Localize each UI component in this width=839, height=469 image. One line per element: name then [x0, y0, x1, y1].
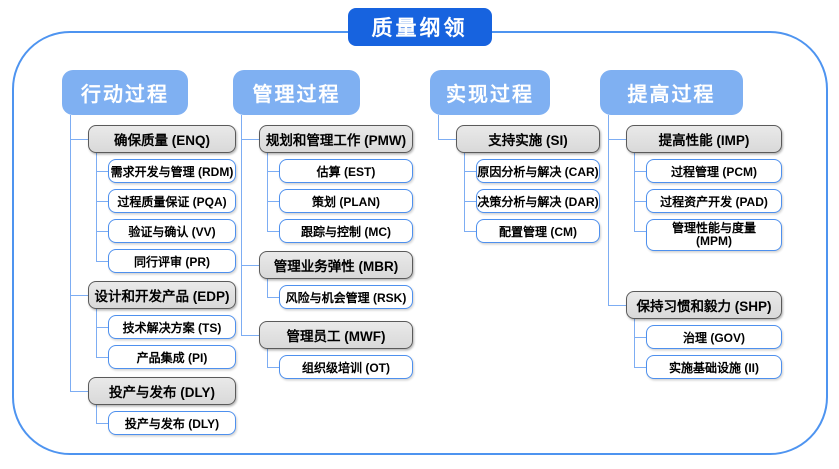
group-node: 支持实施 (SI) 原因分析与解决 (CAR) 决策分析与解决 (DAR) 配置管理 …	[430, 115, 600, 243]
child-node: 决策分析与解决 (DAR)	[456, 183, 600, 213]
child-node: 治理 (GOV)	[626, 319, 782, 350]
child-node: 需求开发与管理 (RDM)	[88, 153, 236, 183]
group-list: 提高性能 (IMP) 过程管理 (PCM) 过程资产开发 (PAD) 管理性能与度量 …	[600, 115, 782, 380]
group-box: 设计和开发产品 (EDP)	[88, 281, 236, 309]
children-list: 过程管理 (PCM) 过程资产开发 (PAD) 管理性能与度量 (MPM)	[626, 153, 782, 252]
child-box: 原因分析与解决 (CAR)	[476, 159, 600, 183]
child-node: 组织级培训 (OT)	[259, 349, 413, 379]
column-header: 行动过程	[62, 70, 188, 115]
column-header: 提高过程	[600, 70, 743, 115]
child-node: 同行评审 (PR)	[88, 243, 236, 273]
group-box: 确保质量 (ENQ)	[88, 125, 236, 153]
child-node: 产品集成 (PI)	[88, 339, 236, 369]
children-list: 估算 (EST) 策划 (PLAN) 跟踪与控制 (MC)	[259, 153, 413, 243]
child-box: 风险与机会管理 (RSK)	[279, 285, 413, 309]
diagram-title: 质量纲领	[347, 8, 492, 46]
child-box: 配置管理 (CM)	[476, 219, 600, 243]
group-box: 提高性能 (IMP)	[626, 125, 782, 153]
group-node: 投产与发布 (DLY) 投产与发布 (DLY)	[62, 369, 236, 435]
child-node: 过程管理 (PCM)	[626, 153, 782, 183]
group-node: 保持习惯和毅力 (SHP) 治理 (GOV) 实施基础设施 (II)	[600, 251, 782, 380]
children-list: 组织级培训 (OT)	[259, 349, 413, 379]
child-box: 决策分析与解决 (DAR)	[476, 189, 600, 213]
group-node: 管理业务弹性 (MBR) 风险与机会管理 (RSK)	[233, 243, 413, 309]
group-node: 确保质量 (ENQ) 需求开发与管理 (RDM) 过程质量保证 (PQA) 验证与确认…	[62, 115, 236, 273]
child-box: 策划 (PLAN)	[279, 189, 413, 213]
process-column-1: 行动过程确保质量 (ENQ) 需求开发与管理 (RDM) 过程质量保证 (PQA) 验…	[62, 70, 236, 435]
process-column-3: 实现过程支持实施 (SI) 原因分析与解决 (CAR) 决策分析与解决 (DAR) 配…	[430, 70, 600, 243]
child-box: 需求开发与管理 (RDM)	[108, 159, 236, 183]
children-list: 治理 (GOV) 实施基础设施 (II)	[626, 319, 782, 380]
child-node: 验证与确认 (VV)	[88, 213, 236, 243]
group-box: 保持习惯和毅力 (SHP)	[626, 291, 782, 320]
children-list: 原因分析与解决 (CAR) 决策分析与解决 (DAR) 配置管理 (CM)	[456, 153, 600, 243]
child-box: 组织级培训 (OT)	[279, 355, 413, 379]
child-box: 产品集成 (PI)	[108, 345, 236, 369]
child-box: 估算 (EST)	[279, 159, 413, 183]
group-list: 支持实施 (SI) 原因分析与解决 (CAR) 决策分析与解决 (DAR) 配置管理 …	[430, 115, 600, 243]
child-node: 技术解决方案 (TS)	[88, 309, 236, 339]
child-box: 过程资产开发 (PAD)	[646, 189, 782, 213]
child-box: 技术解决方案 (TS)	[108, 315, 236, 339]
children-list: 投产与发布 (DLY)	[88, 405, 236, 435]
child-node: 原因分析与解决 (CAR)	[456, 153, 600, 183]
child-box: 投产与发布 (DLY)	[108, 411, 236, 435]
group-box: 管理业务弹性 (MBR)	[259, 251, 413, 279]
child-node: 投产与发布 (DLY)	[88, 405, 236, 435]
group-box: 投产与发布 (DLY)	[88, 377, 236, 405]
child-box: 管理性能与度量 (MPM)	[646, 219, 782, 252]
child-node: 策划 (PLAN)	[259, 183, 413, 213]
child-box: 治理 (GOV)	[646, 325, 782, 350]
child-node: 风险与机会管理 (RSK)	[259, 279, 413, 309]
child-box: 过程质量保证 (PQA)	[108, 189, 236, 213]
child-box: 同行评审 (PR)	[108, 249, 236, 273]
group-box: 支持实施 (SI)	[456, 125, 600, 153]
child-node: 管理性能与度量 (MPM)	[626, 213, 782, 252]
group-node: 管理员工 (MWF) 组织级培训 (OT)	[233, 309, 413, 379]
group-list: 确保质量 (ENQ) 需求开发与管理 (RDM) 过程质量保证 (PQA) 验证与确认…	[62, 115, 236, 435]
children-list: 技术解决方案 (TS) 产品集成 (PI)	[88, 309, 236, 369]
group-node: 提高性能 (IMP) 过程管理 (PCM) 过程资产开发 (PAD) 管理性能与度量 …	[600, 115, 782, 252]
process-column-2: 管理过程规划和管理工作 (PMW) 估算 (EST) 策划 (PLAN) 跟踪与控制 …	[233, 70, 413, 379]
process-column-4: 提高过程提高性能 (IMP) 过程管理 (PCM) 过程资产开发 (PAD) 管理性能…	[600, 70, 782, 380]
child-node: 跟踪与控制 (MC)	[259, 213, 413, 243]
group-box: 规划和管理工作 (PMW)	[259, 125, 413, 153]
child-node: 估算 (EST)	[259, 153, 413, 183]
child-box: 过程管理 (PCM)	[646, 159, 782, 183]
children-list: 风险与机会管理 (RSK)	[259, 279, 413, 309]
column-header: 实现过程	[430, 70, 550, 115]
child-node: 实施基础设施 (II)	[626, 349, 782, 380]
children-list: 需求开发与管理 (RDM) 过程质量保证 (PQA) 验证与确认 (VV) 同行评审 …	[88, 153, 236, 273]
child-node: 配置管理 (CM)	[456, 213, 600, 243]
group-box: 管理员工 (MWF)	[259, 321, 413, 349]
child-node: 过程质量保证 (PQA)	[88, 183, 236, 213]
group-node: 规划和管理工作 (PMW) 估算 (EST) 策划 (PLAN) 跟踪与控制 (MC)	[233, 115, 413, 243]
child-box: 跟踪与控制 (MC)	[279, 219, 413, 243]
group-list: 规划和管理工作 (PMW) 估算 (EST) 策划 (PLAN) 跟踪与控制 (MC)…	[233, 115, 413, 379]
child-box: 验证与确认 (VV)	[108, 219, 236, 243]
group-node: 设计和开发产品 (EDP) 技术解决方案 (TS) 产品集成 (PI)	[62, 273, 236, 369]
child-box: 实施基础设施 (II)	[646, 355, 782, 380]
column-header: 管理过程	[233, 70, 360, 115]
child-node: 过程资产开发 (PAD)	[626, 183, 782, 213]
